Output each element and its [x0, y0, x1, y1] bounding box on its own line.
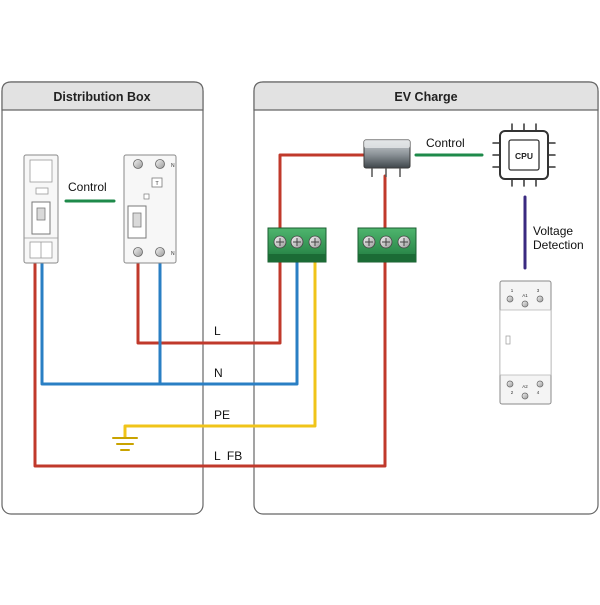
relay-terminal-2: 2 [511, 390, 514, 395]
ground-symbol-icon [112, 437, 138, 451]
svg-text:T: T [155, 181, 159, 187]
ev-charge-title: EV Charge [394, 90, 457, 104]
label-control-left: Control [68, 180, 107, 194]
contactor-icon [363, 139, 411, 177]
cpu-chip-icon: CPU [492, 123, 556, 187]
label-wire-l: L [214, 324, 221, 338]
terminal-block-icon [267, 227, 327, 263]
distribution-box-title: Distribution Box [53, 90, 150, 104]
wire-pe-earth [123, 260, 317, 439]
label-wire-pe: PE [214, 408, 230, 422]
rcd-device-icon: N T N [123, 154, 177, 264]
svg-text:N: N [171, 163, 175, 169]
relay-terminal-1: 1 [511, 288, 514, 293]
cpu-label: CPU [515, 151, 533, 161]
label-detection: Detection [533, 238, 584, 252]
relay-terminal-a2: A2 [522, 384, 528, 389]
relay-terminal-a1: A1 [522, 293, 528, 298]
wire-l-fb-feedback [33, 260, 387, 468]
label-wire-l-fb: L FB [214, 449, 242, 463]
wire-n-neutral [40, 260, 299, 386]
wire-l-live [136, 260, 282, 345]
ev-charge-panel: EV Charge [253, 81, 599, 515]
relay-module-icon: 1 3 A1 A2 2 4 [499, 280, 552, 405]
circuit-breaker-icon [23, 154, 59, 264]
svg-text:N: N [171, 251, 175, 257]
label-wire-n: N [214, 366, 223, 380]
label-control-right: Control [426, 136, 465, 150]
wire-l-contactor-feed [278, 153, 365, 230]
relay-terminal-4: 4 [537, 390, 540, 395]
distribution-box-panel: Distribution Box [1, 81, 204, 515]
terminal-block-icon [357, 227, 417, 263]
relay-terminal-3: 3 [537, 288, 540, 293]
label-voltage: Voltage [533, 224, 573, 238]
